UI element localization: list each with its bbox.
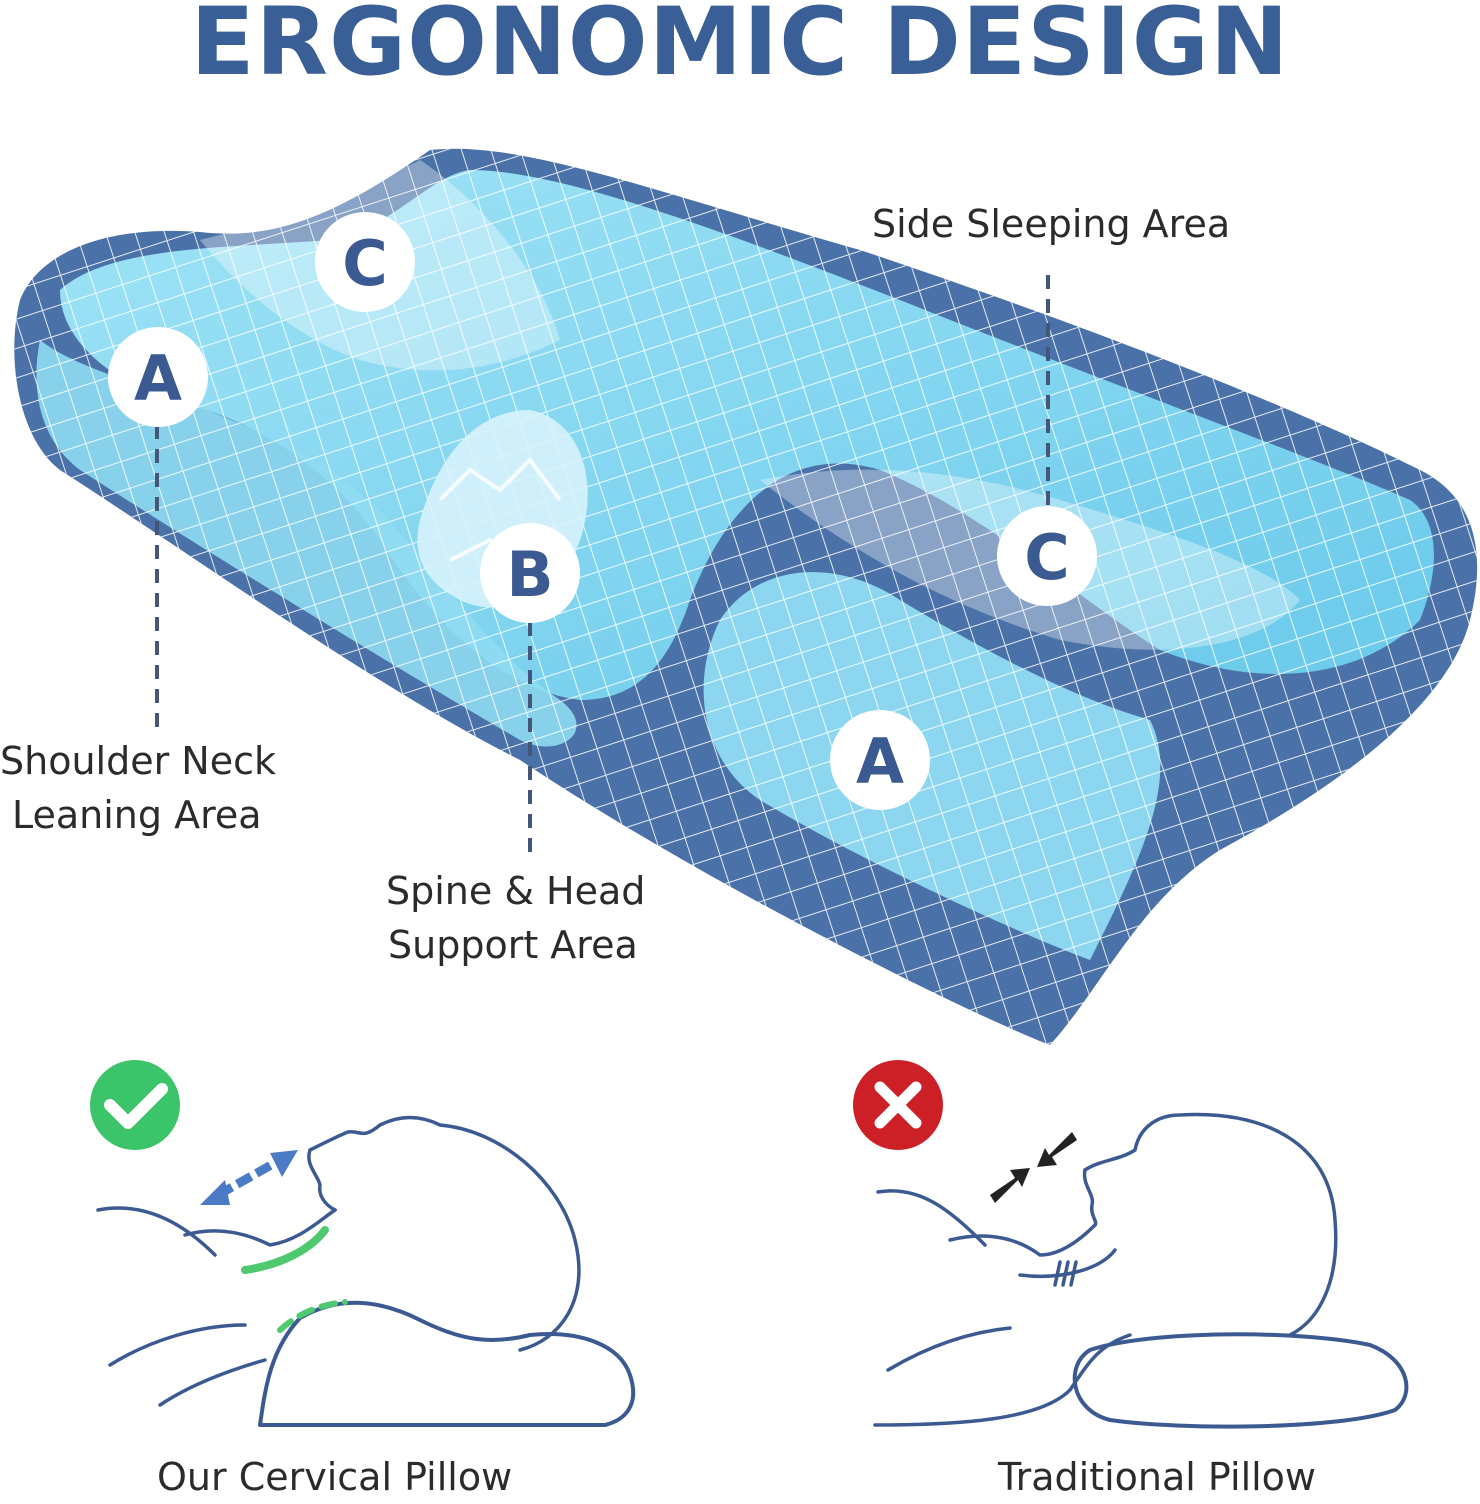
zone-badge-c-top: C <box>315 212 415 312</box>
zone-letter: C <box>1024 521 1070 594</box>
pillow-grid <box>14 148 1478 1046</box>
check-icon <box>90 1060 180 1150</box>
zone-badge-a-right: A <box>830 710 930 810</box>
zone-badge-c-right: C <box>997 506 1097 606</box>
traditional-pillow <box>1072 1332 1409 1429</box>
page-title: ERGONOMIC DESIGN <box>190 0 1290 97</box>
zone-badge-b: B <box>480 523 580 623</box>
caption-good: Our Cervical Pillow <box>157 1455 513 1499</box>
label-shoulder-line2: Leaning Area <box>12 793 262 837</box>
zone-letter: B <box>506 538 553 611</box>
zone-letter: A <box>856 725 904 798</box>
zone-badges: C A B C A <box>108 212 1097 810</box>
leader-lines <box>155 275 1050 855</box>
cross-icon <box>853 1060 943 1150</box>
zone-letter: C <box>342 227 388 300</box>
zone-letter: A <box>134 342 182 415</box>
cervical-pillow <box>258 1300 636 1427</box>
caption-bad: Traditional Pillow <box>998 1455 1317 1499</box>
bad-posture-illustration <box>853 1060 1409 1429</box>
good-posture-illustration <box>90 1060 636 1427</box>
spine-curve <box>277 1299 348 1333</box>
pillow-illustration <box>14 148 1478 1046</box>
label-side-sleeping: Side Sleeping Area <box>872 202 1231 246</box>
zone-badge-a-left: A <box>108 327 208 427</box>
double-arrow-icon <box>200 1150 298 1205</box>
label-shoulder-line1: Shoulder Neck <box>0 739 277 783</box>
label-spine-line2: Support Area <box>388 923 638 967</box>
label-spine-line1: Spine & Head <box>386 869 646 913</box>
compress-arrows-icon <box>990 1132 1077 1203</box>
neck-curve <box>241 1226 329 1274</box>
